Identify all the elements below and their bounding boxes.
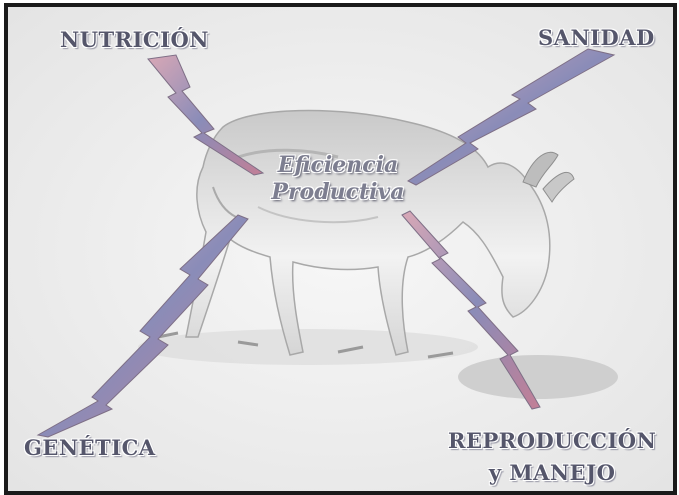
diagram-canvas [8,7,673,491]
center-line-1: Eficiencia [238,152,438,179]
factor-genetica: GENÉTICA [24,435,156,460]
diagram-frame: Eficiencia Productiva NUTRICIÓN SANIDAD … [4,3,677,495]
factor-reproduccion-line-1: REPRODUCCIÓN [448,425,656,457]
center-concept: Eficiencia Productiva [238,152,438,206]
factor-nutricion: NUTRICIÓN [60,27,209,52]
factor-reproduccion: REPRODUCCIÓN y MANEJO [448,425,656,489]
grass-mound [458,355,618,399]
factor-sanidad: SANIDAD [538,25,655,50]
factor-reproduccion-line-2: y MANEJO [448,457,656,489]
center-line-2: Productiva [238,179,438,206]
